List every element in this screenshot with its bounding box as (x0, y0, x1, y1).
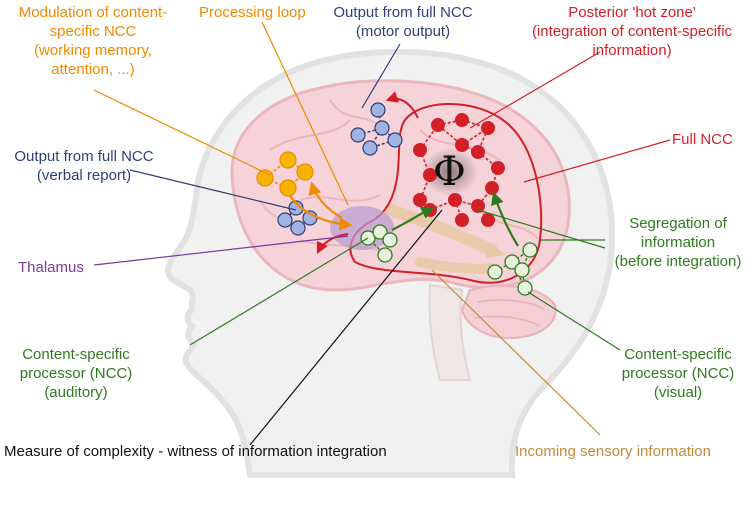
label-processing-loop: Processing loop (199, 4, 306, 21)
motor-output-network (350, 102, 403, 156)
label-visual-line-1: Content-specific (624, 346, 732, 363)
motor-output-arrow (385, 91, 419, 119)
sensory-arrow-2 (415, 257, 497, 274)
label-visual: Content-specific processor (NCC) (visual… (602, 345, 754, 402)
label-hot-zone-line-2: (integration of content-specific (531, 23, 733, 40)
label-motor-output: Output from full NCC (motor output) (328, 3, 478, 41)
label-auditory: Content-specific processor (NCC) (audito… (0, 345, 152, 402)
label-visual-line-3: (visual) (653, 384, 703, 401)
full-ncc-region (349, 102, 543, 284)
label-thalamus: Thalamus (18, 259, 84, 276)
label-modulation-line-1: Modulation of content- (18, 4, 168, 21)
phi-symbol: Φ (433, 149, 466, 195)
leader-lines (93, 21, 671, 446)
auditory-to-hotzone-arrow (391, 206, 435, 231)
label-hot-zone: Posterior 'hot zone' (integration of con… (510, 3, 754, 60)
auditory-network (360, 224, 398, 263)
label-full-ncc: Full NCC (672, 131, 733, 148)
label-visual-line-2: processor (NCC) (621, 365, 735, 382)
label-complexity: Measure of complexity - witness of infor… (4, 443, 387, 460)
label-hot-zone-line-3: information) (592, 42, 672, 59)
verbal-output-arrow (316, 233, 349, 255)
label-auditory-line-2: processor (NCC) (19, 365, 133, 382)
label-verbal-output-line-2: (verbal report) (36, 167, 132, 184)
label-segregation-line-3: (before integration) (614, 253, 742, 270)
visual-to-hotzone-arrow (491, 191, 519, 247)
label-modulation-line-3: (working memory, (33, 42, 153, 59)
label-hot-zone-line-1: Posterior 'hot zone' (568, 4, 696, 21)
processing-loop-arrow-back (308, 181, 343, 219)
cerebellum (460, 284, 557, 340)
brainstem (428, 283, 472, 381)
label-verbal-output: Output from full NCC (verbal report) (0, 147, 168, 185)
label-motor-output-line-1: Output from full NCC (333, 4, 473, 21)
processing-loop-arrow (289, 195, 353, 231)
label-modulation-line-2: specific NCC (49, 23, 137, 40)
visual-network (487, 242, 538, 296)
label-sensory: Incoming sensory information (515, 443, 711, 460)
sensory-arrow-1 (384, 204, 498, 256)
label-modulation-line-4: attention, ...) (51, 61, 135, 78)
label-modulation: Modulation of content- specific NCC (wor… (0, 3, 186, 79)
label-segregation-line-1: Segregation of (629, 215, 727, 232)
label-auditory-line-3: (auditory) (44, 384, 108, 401)
label-motor-output-line-2: (motor output) (355, 23, 451, 40)
modulation-network (256, 151, 314, 197)
label-auditory-line-1: Content-specific (22, 346, 130, 363)
hot-zone-nodes (413, 113, 505, 227)
label-segregation-line-2: information (640, 234, 716, 251)
label-verbal-output-line-1: Output from full NCC (14, 148, 154, 165)
label-segregation: Segregation of information (before integ… (602, 214, 754, 271)
